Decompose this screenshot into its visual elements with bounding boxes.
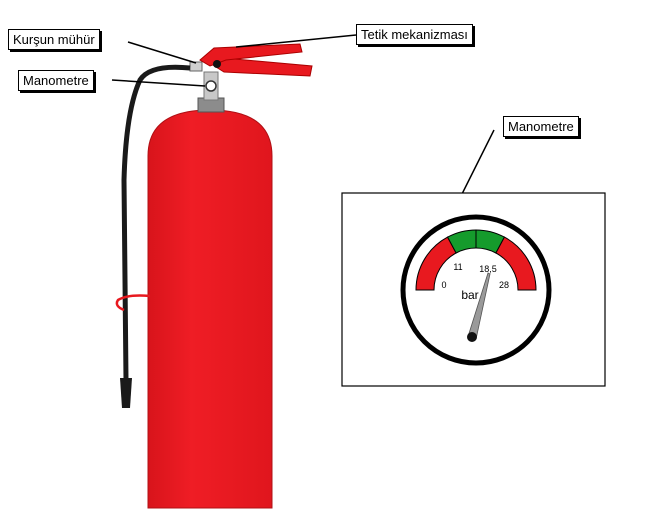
manometer-label-right: Manometre — [503, 116, 579, 137]
gauge-unit: bar — [461, 288, 478, 302]
leader-seal — [127, 41, 197, 64]
trigger-lever-upper — [199, 43, 303, 67]
lead-seal — [189, 61, 203, 72]
hose-nozzle — [120, 378, 132, 408]
hose-strap — [115, 294, 151, 312]
lead-seal-label: Kurşun mühür — [8, 29, 100, 50]
extinguisher-body — [147, 109, 273, 509]
trigger-pivot — [213, 60, 221, 68]
gauge-tick-28: 28 — [499, 280, 509, 290]
small-manometer — [205, 80, 217, 92]
gauge-tick-0: 0 — [441, 280, 446, 290]
gauge-tick-11: 11 — [453, 262, 462, 272]
leader-trigger — [235, 34, 357, 48]
manometer-label-left: Manometre — [18, 70, 94, 91]
discharge-hose — [121, 64, 191, 381]
gauge-band-red-high — [495, 236, 537, 291]
gauge-tick-18-5: 18,5 — [479, 264, 497, 274]
leader-manometer-left — [111, 79, 206, 87]
trigger-mechanism-label: Tetik mekanizması — [356, 24, 473, 45]
gauge-needle-hub — [467, 332, 477, 342]
